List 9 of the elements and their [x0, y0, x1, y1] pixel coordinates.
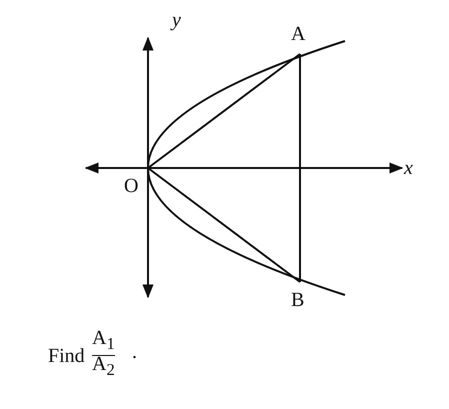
point-label: O: [124, 176, 138, 196]
question-text: Find: [48, 346, 85, 366]
fraction-numerator: A$_{1}$: [92, 328, 115, 356]
point-label: A: [291, 24, 306, 44]
point-label: B: [291, 290, 304, 310]
fraction-denominator: A$_{2}$: [92, 354, 115, 379]
punctuation-mark: .: [132, 342, 137, 362]
axis-label: y: [172, 10, 181, 30]
axis-label: x: [404, 158, 413, 178]
